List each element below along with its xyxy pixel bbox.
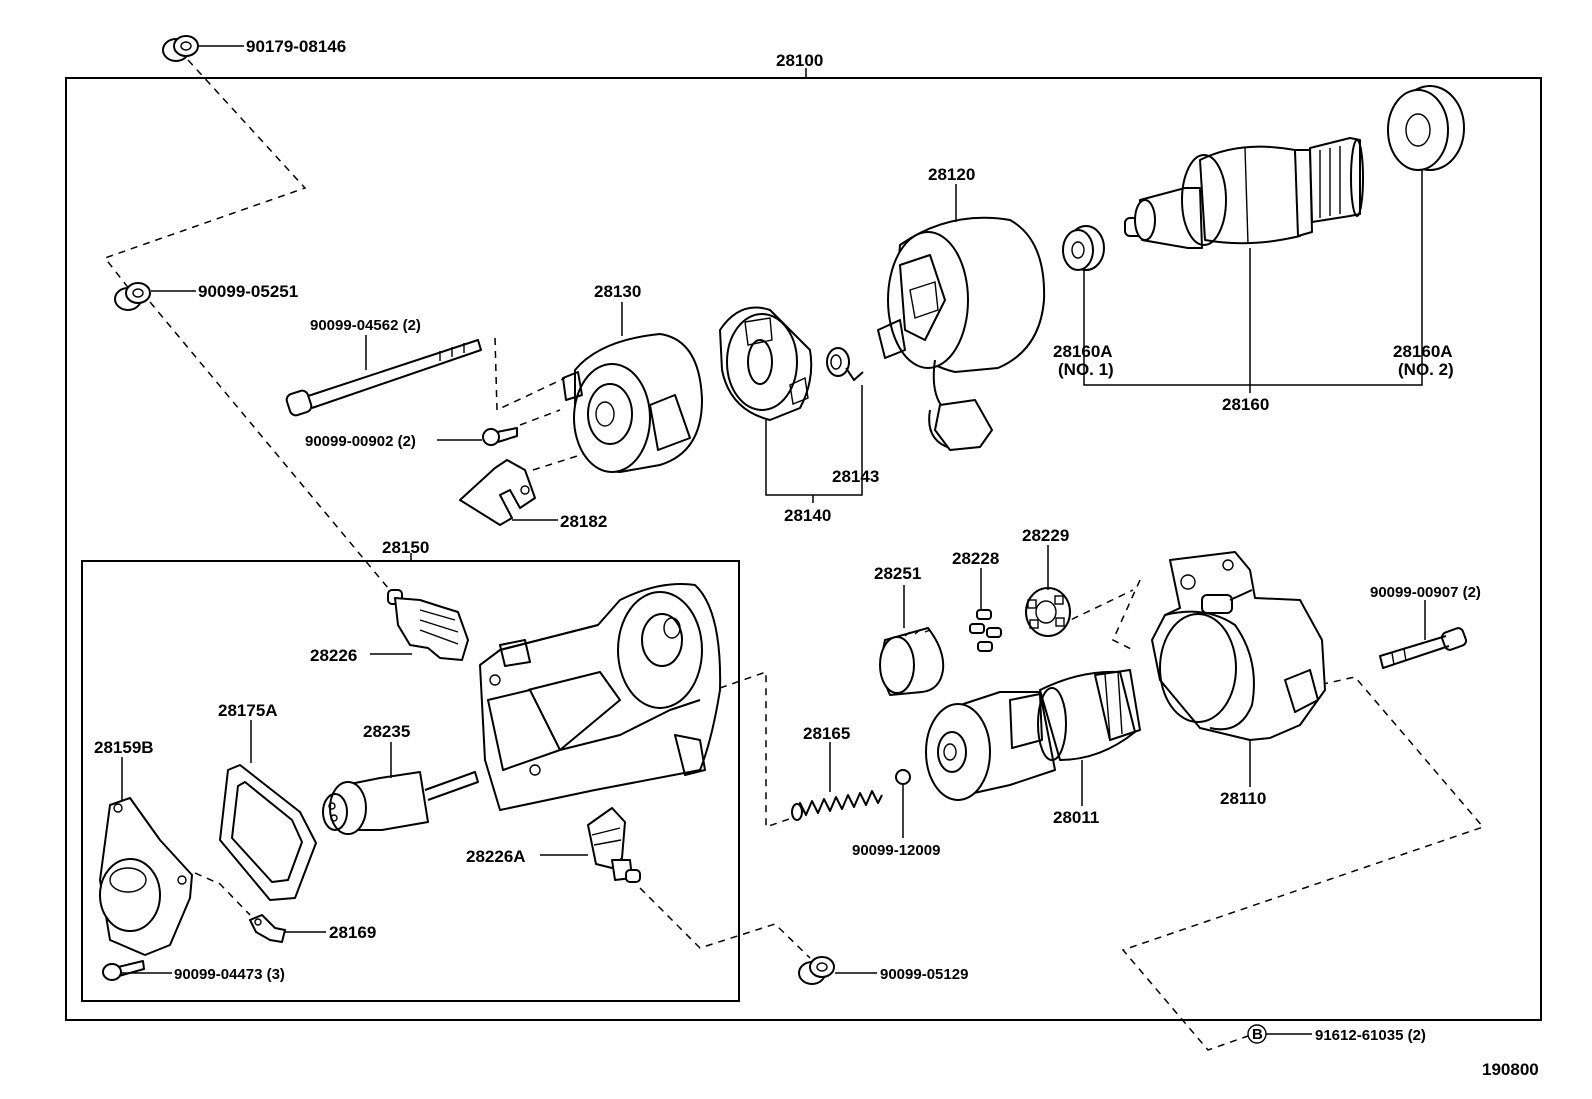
label-28175a: 28175A [218, 701, 278, 720]
screw-90099-04473 [102, 960, 145, 981]
label-28160: 28160 [1222, 395, 1269, 414]
bearing-28160a-no1 [1062, 225, 1105, 271]
label-28165: 28165 [803, 724, 850, 743]
brush-holder-28140 [719, 306, 813, 421]
rollers-28228 [969, 609, 1002, 652]
label-28120: 28120 [928, 165, 975, 184]
label-28150: 28150 [382, 538, 429, 557]
spring-28143 [826, 347, 864, 381]
label-28169: 28169 [329, 923, 376, 942]
label-28130: 28130 [594, 282, 641, 301]
label-28110: 28110 [1220, 789, 1266, 808]
terminal-28226 [387, 589, 469, 661]
label-28011: 28011 [1053, 808, 1099, 827]
gasket-28175a [219, 764, 317, 901]
label-28100: 28100 [776, 51, 823, 70]
label-90099-00907: 90099-00907 (2) [1370, 584, 1481, 601]
label-190800: 190800 [1482, 1060, 1539, 1079]
label-28160a-no2: 28160A [1393, 342, 1453, 361]
clip-28169 [249, 914, 286, 943]
label-90099-00902: 90099-00902 (2) [305, 433, 416, 450]
starter-clutch-28011 [925, 669, 1141, 801]
terminal-28226a [587, 807, 641, 883]
label-90099-12009: 90099-12009 [852, 842, 940, 859]
bolt-90099-00907 [1379, 627, 1468, 669]
gear-28251 [879, 627, 945, 696]
nut-90099-05251 [114, 282, 151, 311]
label-no1: (NO. 1) [1058, 360, 1114, 379]
label-90099-04562: 90099-04562 (2) [310, 317, 421, 334]
plate-28182 [459, 459, 536, 526]
label-28226a: 28226A [466, 847, 526, 866]
nut-90099-05129 [798, 956, 835, 985]
label-28182: 28182 [560, 512, 607, 531]
dashed-guide-lines [103, 59, 1485, 1051]
yoke-28120 [877, 216, 1046, 451]
label-28235: 28235 [363, 722, 410, 741]
label-90099-05129: 90099-05129 [880, 966, 968, 983]
label-28159b: 28159B [94, 738, 154, 757]
spring-28165 [791, 790, 883, 821]
label-28226: 28226 [310, 646, 357, 665]
label-28228: 28228 [952, 549, 999, 568]
label-28143: 28143 [832, 467, 879, 486]
label-90179-08146: 90179-08146 [246, 37, 346, 56]
label-28140: 28140 [784, 506, 831, 525]
label-90099-04473: 90099-04473 (3) [174, 966, 285, 983]
retainer-28229 [1025, 587, 1071, 637]
screw-90099-00902 [482, 427, 518, 446]
ball-90099-12009 [895, 769, 911, 785]
cover-28159b [99, 797, 193, 956]
label-28251: 28251 [874, 564, 921, 583]
armature-28160 [1124, 137, 1364, 249]
through-bolt-90099-04562 [285, 339, 482, 417]
label-28160a-no1: 28160A [1053, 342, 1113, 361]
housing-28110 [1151, 551, 1326, 741]
plunger-28235 [322, 771, 479, 835]
end-frame-28130 [562, 333, 703, 473]
label-90099-05251: 90099-05251 [198, 282, 298, 301]
assembly-frame-28100 [65, 77, 1542, 1021]
bearing-28160a-no2 [1387, 85, 1465, 171]
magnetic-switch-28150 [479, 583, 722, 811]
nut-90179-08146 [162, 35, 199, 62]
label-b: B [1252, 1026, 1263, 1043]
label-91612-61035: 91612-61035 (2) [1315, 1027, 1426, 1044]
label-no2: (NO. 2) [1398, 360, 1454, 379]
label-28229: 28229 [1022, 526, 1069, 545]
